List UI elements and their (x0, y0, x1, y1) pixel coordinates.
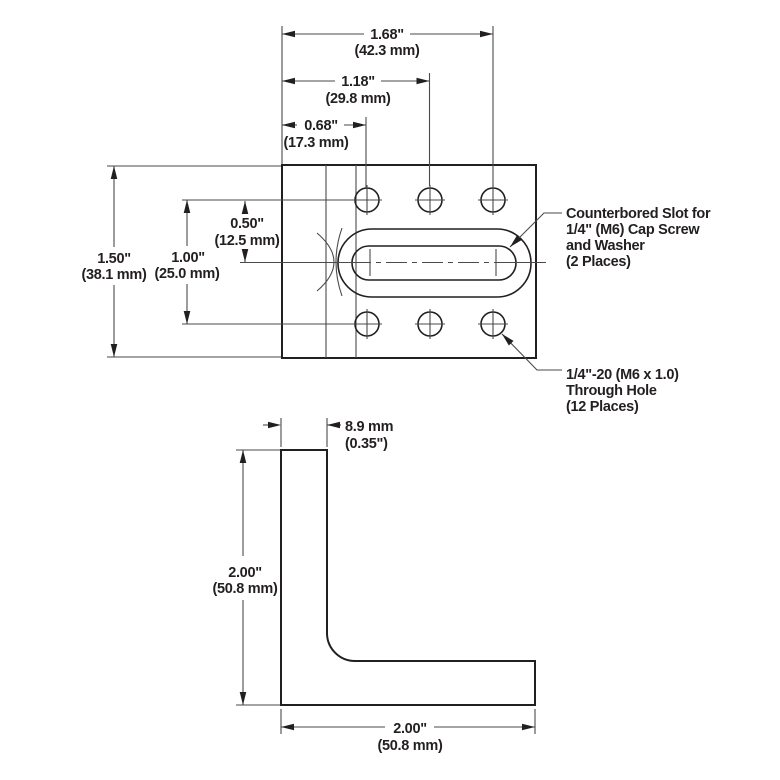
hole-callout-line2: Through Hole (566, 383, 657, 399)
hole-callout-line3: (12 Places) (566, 399, 639, 415)
slot-callout-line3: and Washer (566, 238, 645, 254)
dim-text-1-00-in: 1.00" (171, 250, 205, 266)
bracket-profile-outline (280, 449, 536, 706)
dim-height-0-50: 0.50" (12.5 mm) (215, 201, 280, 262)
through-hole (415, 185, 445, 215)
dim-text-side-height-mm: (50.8 mm) (213, 581, 278, 597)
slot-callout-line4: (2 Places) (566, 254, 631, 270)
dim-text-1-18-mm: (29.8 mm) (326, 91, 391, 107)
top-view (240, 164, 546, 359)
dim-text-1-50-in: 1.50" (97, 251, 131, 267)
side-view: 8.9 mm (0.35") 2.00" (50.8 mm) 2.00" (50… (213, 418, 536, 754)
through-hole (415, 309, 445, 339)
dim-text-0-68-mm: (17.3 mm) (284, 135, 349, 151)
hole-callout-line1: 1/4"-20 (M6 x 1.0) (566, 367, 679, 383)
dim-height-1-00: 1.00" (25.0 mm) (155, 199, 354, 325)
through-holes (352, 185, 508, 339)
dim-text-side-height-in: 2.00" (228, 565, 262, 581)
slot-centerline (240, 249, 546, 276)
through-hole (478, 309, 508, 339)
dim-text-1-68-in: 1.68" (370, 27, 404, 43)
slot-callout-line1: Counterbored Slot for (566, 206, 711, 222)
dim-text-side-width-mm: (50.8 mm) (378, 738, 443, 754)
dim-side-height-2-00: 2.00" (50.8 mm) (213, 449, 280, 706)
dim-thickness-8-9: 8.9 mm (0.35") (263, 418, 393, 452)
dim-side-width-2-00: 2.00" (50.8 mm) (280, 709, 536, 754)
dim-width-0-68: 0.68" (17.3 mm) (282, 117, 367, 188)
dim-text-8-9-mm: 8.9 mm (345, 419, 393, 435)
slot-callout-line2: 1/4" (M6) Cap Screw (566, 222, 700, 238)
dim-text-1-18-in: 1.18" (341, 74, 375, 90)
dim-text-1-68-mm: (42.3 mm) (355, 43, 420, 59)
dim-text-0-68-in: 0.68" (304, 118, 338, 134)
dim-width-1-18: 1.18" (29.8 mm) (282, 73, 431, 186)
dim-text-1-00-mm: (25.0 mm) (155, 266, 220, 282)
slot-callout: Counterbored Slot for 1/4" (M6) Cap Scre… (507, 206, 711, 270)
dim-text-1-50-mm: (38.1 mm) (82, 267, 147, 283)
dim-height-1-50: 1.50" (38.1 mm) (82, 165, 281, 358)
through-hole (352, 185, 382, 215)
dim-text-0-50-mm: (12.5 mm) (215, 233, 280, 249)
dim-width-1-68: 1.68" (42.3 mm) (281, 26, 494, 186)
bracket-top-face-outline (281, 164, 537, 359)
through-hole (478, 185, 508, 215)
hole-callout: 1/4"-20 (M6 x 1.0) Through Hole (12 Plac… (499, 331, 679, 415)
dim-text-side-width-in: 2.00" (393, 721, 427, 737)
dim-text-0-50-in: 0.50" (230, 216, 264, 232)
through-hole (352, 309, 382, 339)
dim-text-8-9-in: (0.35") (345, 436, 388, 452)
